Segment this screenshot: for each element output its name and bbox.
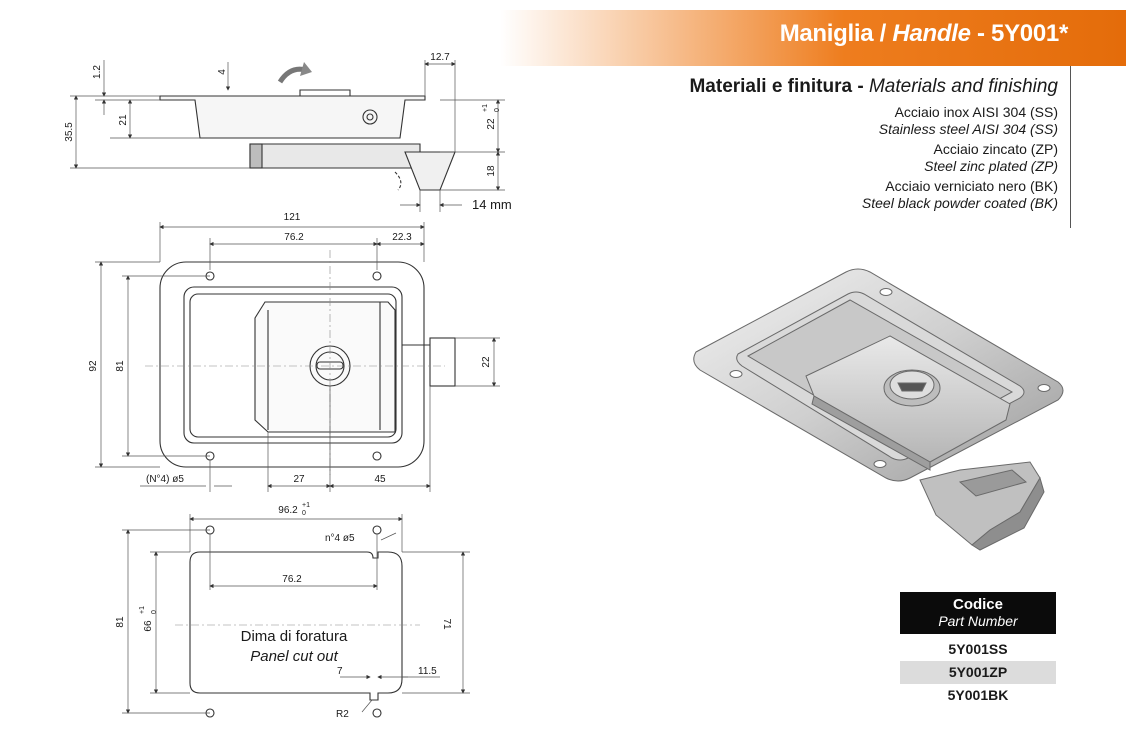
dim-tol: 0: [494, 108, 501, 112]
part-number-table: Codice Part Number 5Y001SS 5Y001ZP 5Y001…: [900, 592, 1056, 707]
dim-label: 22: [486, 118, 497, 130]
dim-label: 71: [441, 618, 452, 630]
material-en: Steel zinc plated (ZP): [924, 158, 1058, 174]
page-title: Maniglia / Handle - 5Y001*: [779, 20, 1069, 47]
divider-line: [1070, 66, 1071, 228]
part-table-header: Codice Part Number: [900, 592, 1056, 634]
dim-label: 76.2: [282, 574, 302, 585]
cutout-view: [122, 514, 470, 718]
dim-label: 21: [118, 114, 129, 126]
dim-label: 81: [115, 360, 126, 372]
materials-title: Materiali e finitura - Materials and fin…: [689, 76, 1058, 97]
dim-label: 45: [374, 474, 386, 485]
dim-label: 27: [293, 474, 305, 485]
dim-tol: 0: [151, 610, 158, 614]
dim-label: n°4 ø5: [325, 533, 355, 544]
dim-label: 18: [486, 165, 497, 177]
cutout-label: Dima di foratura: [241, 628, 348, 645]
materials-block: Materiali e finitura - Materials and fin…: [689, 76, 1058, 212]
dim-label: 1.2: [92, 65, 103, 79]
product-render: [693, 268, 1064, 551]
dim-label: R2: [336, 709, 349, 720]
dim-tol: +1: [482, 104, 489, 112]
dim-label: 12.7: [430, 52, 450, 63]
dim-tol: +1: [302, 502, 310, 509]
front-view: [95, 222, 500, 492]
dim-label: 81: [115, 616, 126, 628]
dim-label: 22: [481, 356, 492, 368]
material-en: Steel black powder coated (BK): [861, 195, 1058, 211]
part-code-row: 5Y001BK: [947, 687, 1009, 703]
dim-label: 7: [337, 666, 343, 677]
dim-label: 11.5: [418, 666, 437, 677]
part-code-row: 5Y001ZP: [900, 661, 1056, 684]
dim-label: 92: [88, 360, 99, 372]
dim-label: 35.5: [64, 122, 75, 142]
dim-label: 22.3: [392, 232, 412, 243]
material-it: Acciaio verniciato nero (BK): [885, 178, 1058, 194]
material-it: Acciaio zincato (ZP): [933, 141, 1058, 157]
dim-tol: +1: [139, 606, 146, 614]
header-band: [500, 10, 1126, 66]
part-code-row: 5Y001SS: [948, 641, 1008, 657]
dim-label: 76.2: [284, 232, 304, 243]
dim-tol: 0: [302, 510, 306, 517]
material-it: Acciaio inox AISI 304 (SS): [894, 104, 1058, 120]
material-en: Stainless steel AISI 304 (SS): [878, 121, 1058, 137]
dim-label: 4: [217, 69, 228, 75]
side-view: [70, 60, 505, 212]
dim-label: (N°4) ø5: [146, 474, 184, 485]
dim-label: 14 mm: [472, 197, 512, 212]
dim-label: 66: [143, 620, 154, 632]
cutout-label: Panel cut out: [250, 648, 338, 665]
dim-label: 121: [284, 212, 301, 223]
dim-label: 96.2: [278, 505, 298, 516]
